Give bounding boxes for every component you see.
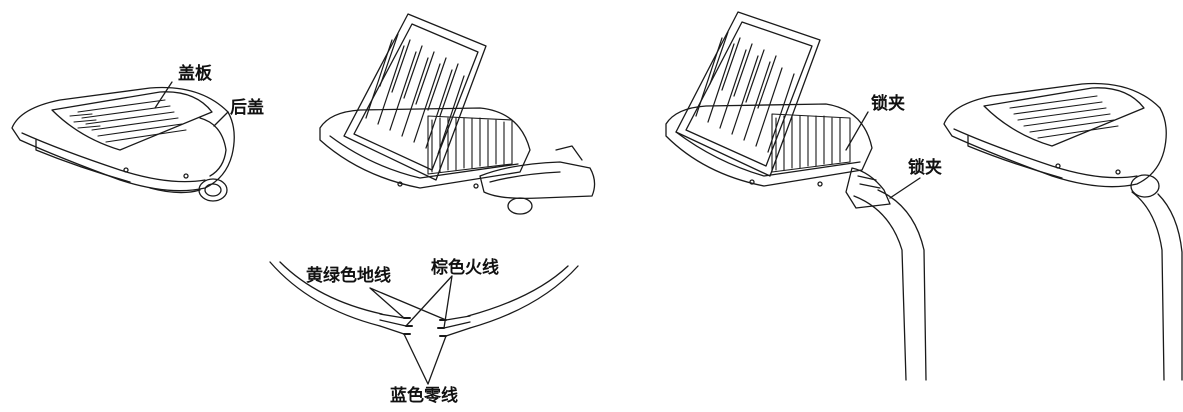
live-wire-label: 棕色火线 [431, 258, 499, 278]
lock-clamp-label-2: 锁夹 [908, 158, 942, 178]
leader-lock-1 [845, 111, 869, 151]
luminaire-closed [11, 86, 235, 202]
rear-cover-label: 后盖 [230, 98, 264, 118]
ground-wire-label: 黄绿色地线 [306, 266, 391, 286]
wiring-detail [269, 261, 579, 385]
leader-rear [213, 111, 229, 127]
leader-lock-2 [889, 177, 921, 199]
cover-plate-label: 盖板 [178, 64, 212, 84]
luminaire-on-pole-closed [943, 82, 1183, 381]
neutral-wire-label: 蓝色零线 [390, 386, 458, 406]
leader-cover [154, 81, 173, 109]
lock-clamp-label-1: 锁夹 [871, 94, 905, 114]
luminaire-on-pole-opened [665, 11, 927, 381]
luminaire-opened [319, 13, 596, 215]
